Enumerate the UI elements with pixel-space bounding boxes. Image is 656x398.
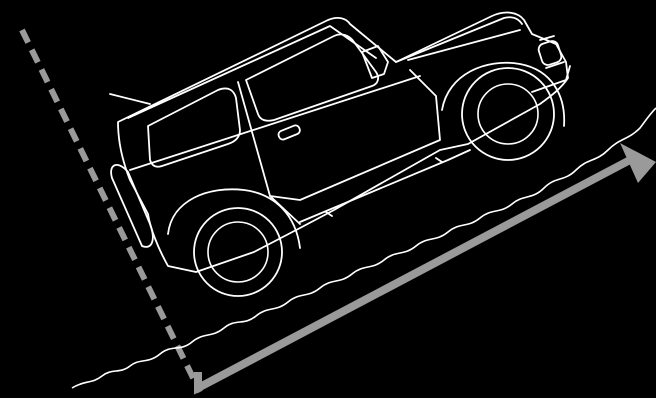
vertical-reference-line [22,30,200,392]
rear-wheel-icon [194,208,282,296]
front-wheel-icon [462,68,554,160]
incline-arrow-icon [198,143,656,388]
suv-outline-icon [110,13,570,272]
